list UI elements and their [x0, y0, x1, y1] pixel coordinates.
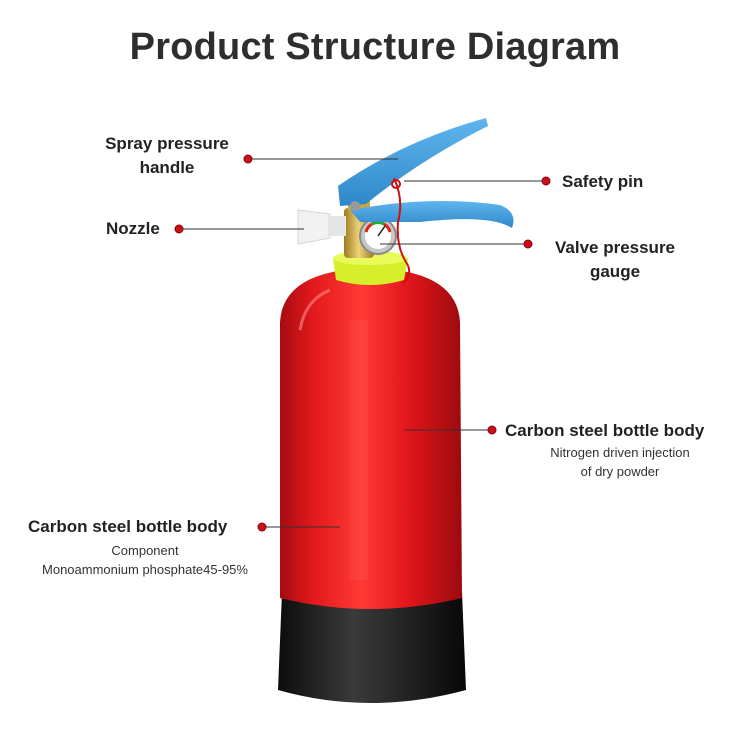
label-spray-pressure-handle: Spray pressure handle	[92, 132, 242, 180]
leader-lines	[179, 158, 546, 528]
marker-safety-pin	[541, 176, 551, 186]
handle-assembly	[338, 118, 514, 228]
marker-body-left	[257, 522, 267, 532]
body-right-line-1: Nitrogen driven injection	[550, 445, 690, 460]
label-body-right-description: Nitrogen driven injection of dry powder	[520, 443, 720, 481]
nozzle-part	[297, 209, 346, 245]
label-nozzle: Nozzle	[106, 219, 160, 238]
label-body-left-description: Component Monoammonium phosphate45-95%	[20, 541, 270, 579]
label-spray-line-2: handle	[139, 158, 195, 177]
pressure-gauge	[359, 217, 397, 255]
marker-spray-handle	[243, 154, 253, 164]
label-safety-pin: Safety pin	[562, 172, 644, 191]
body-left-line-1: Component	[111, 543, 179, 558]
page-title: Product Structure Diagram	[129, 26, 621, 68]
marker-body-right	[487, 425, 497, 435]
label-markers	[174, 154, 551, 532]
label-valve-pressure-gauge: Valve pressure gauge	[540, 236, 690, 284]
label-body-right-heading: Carbon steel bottle body	[505, 421, 705, 440]
label-valve-line-2: gauge	[589, 262, 641, 281]
marker-valve-gauge	[523, 239, 533, 249]
bottle-body	[280, 268, 462, 609]
marker-nozzle	[174, 224, 184, 234]
label-valve-line-1: Valve pressure	[554, 238, 676, 257]
label-body-left-heading: Carbon steel bottle body	[28, 517, 228, 536]
body-right-line-2: of dry powder	[580, 464, 660, 479]
label-spray-line-1: Spray pressure	[105, 134, 229, 153]
body-left-line-2: Monoammonium phosphate45-95%	[42, 562, 248, 577]
